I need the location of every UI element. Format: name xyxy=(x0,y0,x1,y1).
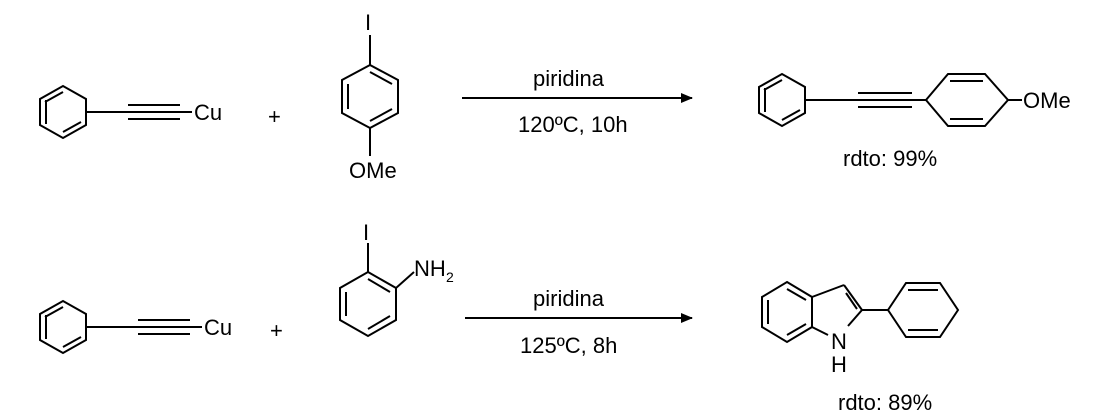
phenyl-ring xyxy=(886,282,960,338)
benzene-ring xyxy=(339,270,397,338)
reaction-arrow-1: piridina 120ºC, 10h xyxy=(462,66,693,137)
reaction-arrow-2: piridina 125ºC, 8h xyxy=(465,286,693,358)
copper-label: Cu xyxy=(194,100,222,125)
iodine-label: I xyxy=(365,10,371,35)
iodoaniline-molecule: I NH 2 xyxy=(339,220,454,338)
reagent-label: piridina xyxy=(533,286,605,311)
methoxy-label: OMe xyxy=(349,158,397,183)
amine-subscript: 2 xyxy=(446,269,454,285)
iodoanisole-molecule: I OMe xyxy=(341,10,399,183)
phenylethynyl-copper-molecule: Cu xyxy=(39,299,232,355)
benzene-ring xyxy=(758,72,806,128)
indole-n-label: N xyxy=(831,329,847,354)
benzene-ring xyxy=(341,63,399,130)
methoxy-label: OMe xyxy=(1023,88,1071,113)
amine-label: NH xyxy=(414,256,446,281)
reagent-label: piridina xyxy=(533,66,605,91)
indole-h-label: H xyxy=(831,352,847,377)
yield-label: rdto: 99% xyxy=(843,146,937,171)
indole-benzene-ring xyxy=(761,280,813,344)
copper-label: Cu xyxy=(204,315,232,340)
plus-sign: + xyxy=(270,318,283,343)
plus-sign: + xyxy=(268,104,281,129)
yield-label: rdto: 89% xyxy=(838,390,932,415)
phenylethynyl-copper-molecule: Cu xyxy=(39,84,222,140)
temperature-time-label: 125ºC, 8h xyxy=(520,333,617,358)
temperature-time-label: 120ºC, 10h xyxy=(518,112,628,137)
product-1-molecule: OMe rdto: 99% xyxy=(758,72,1071,171)
iodine-label: I xyxy=(363,220,369,245)
reaction-2: Cu + I NH 2 piridina 125ºC, 8h xyxy=(39,220,960,415)
benzene-ring xyxy=(39,84,87,140)
pyrrole-ring xyxy=(811,284,845,298)
reaction-1: Cu + I OMe piridina 120ºC, 10h xyxy=(39,10,1071,183)
product-2-molecule: N H rdto: 89% xyxy=(761,280,960,415)
benzene-ring xyxy=(39,299,87,355)
